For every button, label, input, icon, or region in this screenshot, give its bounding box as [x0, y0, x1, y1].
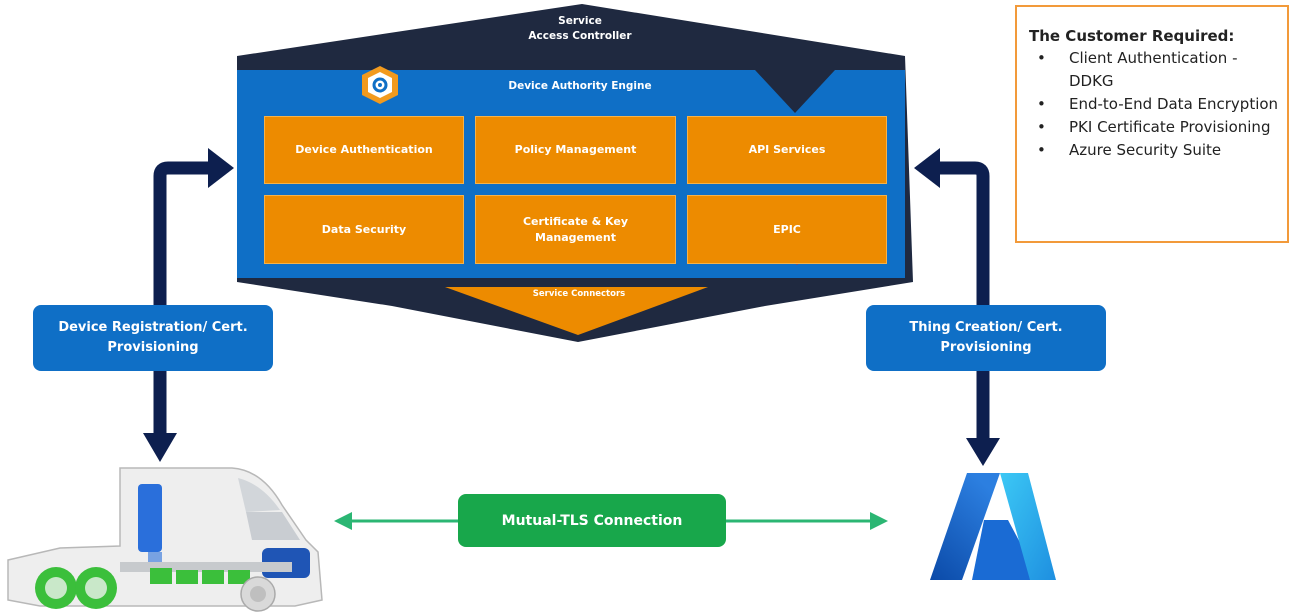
requirement-item: End-to-End Data Encryption	[1029, 93, 1279, 116]
requirement-item: Azure Security Suite	[1029, 139, 1279, 162]
service-connectors-shape	[445, 287, 708, 335]
device-registration-label: Device Registration/ Cert. Provisioning	[33, 305, 273, 371]
service-connectors-label: Service Connectors	[532, 289, 626, 299]
module-certificate-key-management: Certificate & Key Management	[475, 195, 676, 264]
truck-icon	[7, 467, 323, 612]
service-access-controller-title: Service Access Controller	[430, 14, 730, 44]
requirement-item: PKI Certificate Provisioning	[1029, 116, 1279, 139]
thing-creation-label: Thing Creation/ Cert. Provisioning	[866, 305, 1106, 371]
service-title-line2: Access Controller	[528, 30, 632, 42]
left-flow-arrow	[143, 148, 234, 462]
engine-notch	[755, 70, 835, 113]
right-flow-arrow	[914, 148, 1000, 466]
requirements-title: The Customer Required:	[1029, 27, 1235, 45]
module-policy-management: Policy Management	[475, 116, 676, 184]
customer-requirements-box: The Customer Required: Client Authentica…	[1015, 5, 1289, 243]
azure-logo-icon	[930, 473, 1056, 580]
module-epic: EPIC	[687, 195, 887, 264]
requirement-item: Client Authentication - DDKG	[1029, 47, 1279, 93]
mutual-tls-connection-label: Mutual-TLS Connection	[458, 494, 726, 547]
device-authority-engine-title: Device Authority Engine	[508, 80, 652, 92]
module-device-authentication: Device Authentication	[264, 116, 464, 184]
module-data-security: Data Security	[264, 195, 464, 264]
service-title-line1: Service	[558, 15, 602, 27]
module-api-services: API Services	[687, 116, 887, 184]
device-authority-logo-icon	[362, 66, 398, 104]
requirements-list: Client Authentication - DDKG End-to-End …	[1029, 47, 1279, 162]
